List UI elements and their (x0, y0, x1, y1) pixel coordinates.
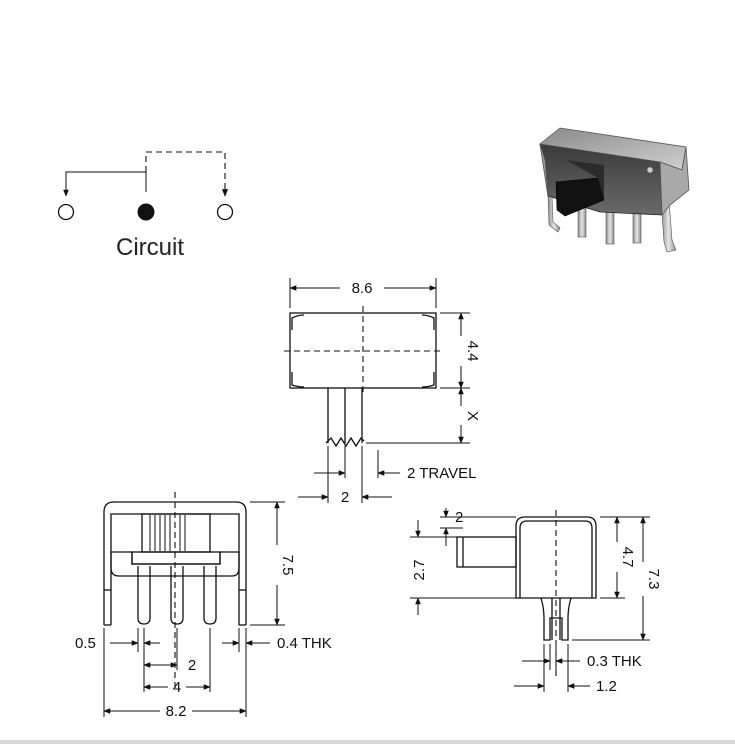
top-view: 8.6 4.4 X 2 TRAVEL 2 (284, 278, 481, 506)
circuit-terminal-common (137, 203, 155, 221)
side-view-actuator-offset-label: 2 (455, 509, 463, 526)
top-view-actuator-label: X (464, 411, 481, 421)
side-view-actuator (456, 536, 517, 568)
front-view-overall-width-label: 8.2 (166, 703, 187, 720)
side-view: 2 2.7 4.7 7.3 0.3 THK 1.2 (410, 508, 662, 695)
circuit-caption: Circuit (116, 234, 184, 261)
circuit-dashed-path (145, 151, 229, 197)
side-view-thickness-label: 0.3 THK (587, 653, 642, 670)
front-view-outer-pitch-label: 4 (173, 679, 181, 696)
side-view-pin-width-label: 1.2 (596, 678, 617, 695)
top-view-width-label: 8.6 (352, 280, 373, 297)
side-view-body-height-label: 4.7 (619, 547, 636, 568)
bottom-divider (0, 740, 735, 744)
circuit-terminal-left (57, 203, 75, 221)
side-view-overall-height-label: 7.3 (645, 569, 662, 590)
actuator-ridges (149, 515, 186, 551)
product-photo (539, 127, 690, 253)
front-view-pin-width-label: 0.5 (75, 635, 96, 652)
top-view-actuator-width-label: 2 (341, 489, 349, 506)
top-view-travel-label: 2 TRAVEL (407, 465, 476, 482)
front-view-pitch-label: 2 (188, 657, 196, 674)
circuit-solid-path (63, 171, 147, 197)
top-view-height-label: 4.4 (464, 341, 481, 362)
side-view-body (515, 516, 597, 599)
front-view-height-label: 7.5 (279, 555, 296, 576)
front-view-actuator (141, 513, 211, 553)
front-view-thickness-label: 0.4 THK (277, 635, 332, 652)
circuit-symbol: Circuit (57, 151, 234, 261)
circuit-terminal-right (216, 203, 234, 221)
front-view: 7.5 0.5 0.4 THK 2 4 8.2 (75, 492, 332, 720)
side-view-actuator-height-label: 2.7 (411, 560, 428, 581)
